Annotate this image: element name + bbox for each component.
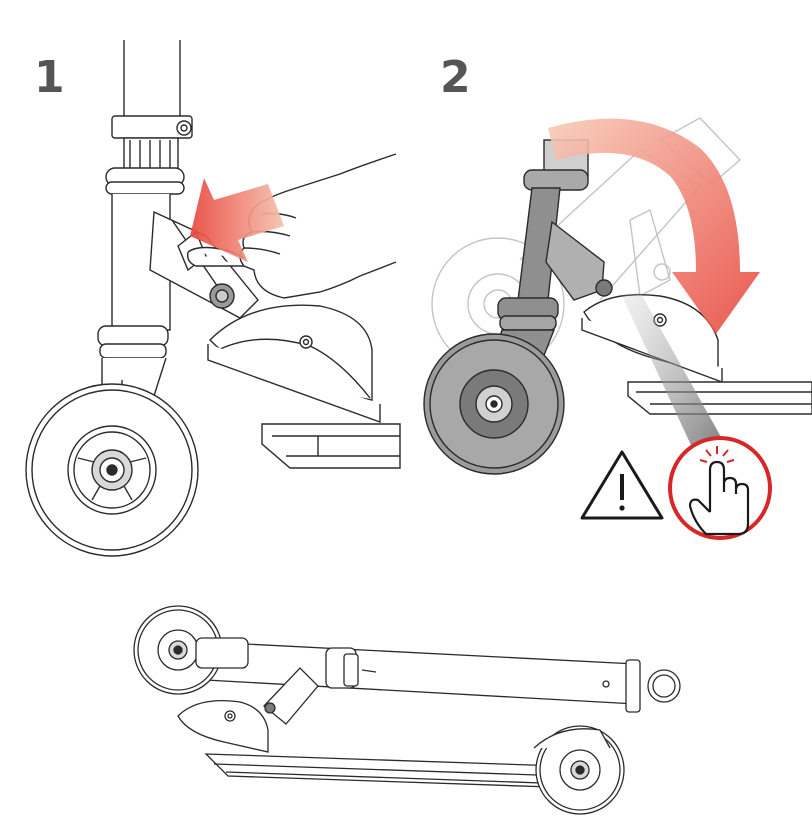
step-2-illustration: [423, 117, 812, 540]
finger-pinch-icon: [668, 436, 772, 540]
step2-front-wheel: [423, 333, 565, 475]
step1-front-wheel: [25, 383, 199, 557]
step1-deck-clamp: [207, 304, 381, 423]
folded-rear-wheel: [533, 725, 625, 815]
folded-stem: [205, 641, 681, 713]
folded-bracket: [263, 667, 319, 725]
step-1-illustration: [25, 40, 401, 557]
folded-deck: [204, 745, 612, 789]
rotate-arrow-icon: [548, 118, 760, 334]
folded-front-wheel: [133, 605, 249, 695]
step-2-number: 2: [440, 52, 471, 103]
step-1-number: 1: [34, 52, 65, 103]
warning-triangle-icon: [580, 450, 664, 520]
folded-scooter-illustration: [133, 605, 681, 815]
step1-deck: [261, 423, 401, 469]
pinch-beam: [622, 292, 726, 456]
folded-deck-clamp: [177, 699, 269, 753]
step1-push-arrow: [190, 178, 284, 262]
step2-deck: [627, 381, 812, 415]
